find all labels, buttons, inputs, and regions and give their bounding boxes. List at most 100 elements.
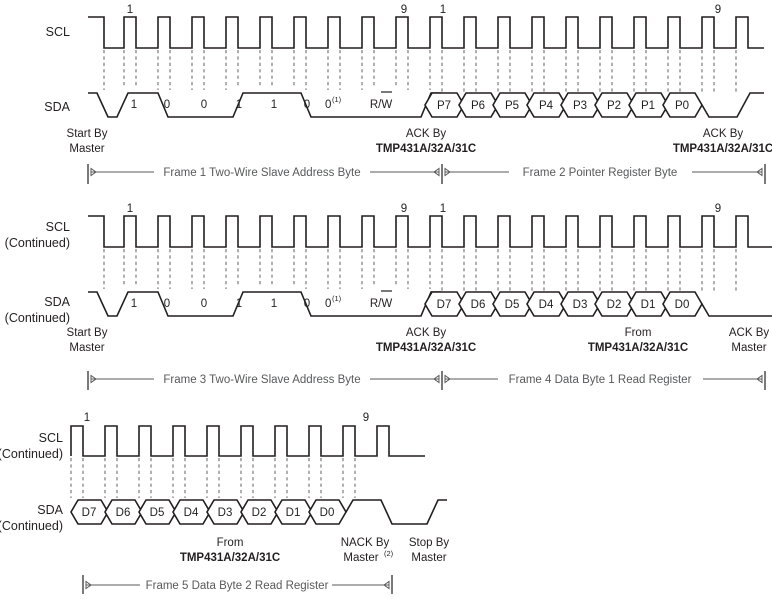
section-1-scl-label: SCL [46,25,70,39]
section-2-bit-1: 0 [164,298,170,310]
section-3-sda-sub: (Continued) [0,519,63,533]
section-2-hex-label-3: D4 [539,299,554,311]
section-2-caption-ackmaster-l1: ACK By [729,327,770,339]
section-1-hex-group: P7 P6 P5 P4 P3 P2 P1 P0 [424,92,703,118]
section-2-bit-0: 1 [131,298,137,310]
section-2-bit-6-footnote: (1) [332,294,342,303]
section-1-clk-1-first: 1 [127,4,133,16]
section-3-caption-from: From TMP431A/32A/31C [180,537,280,564]
section-1-caption-ack2-l2: TMP431A/32A/31C [673,143,772,155]
section-1-clk-1-second: 1 [440,4,446,16]
section-2-frame-3-label: Frame 3 Two-Wire Slave Address Byte [163,374,360,386]
section-2-sda-label: SDA [44,295,70,309]
section-3-hex-group: D7 D6 D5 D4 D3 D2 D1 D0 [70,499,347,525]
section-2-caption-ack1-l2: TMP431A/32A/31C [376,342,476,354]
section-2-clk-1-first: 1 [127,203,133,215]
section-3-frame-5-arrow-right [332,580,390,590]
section-1-scl-waveform [88,16,764,49]
section-2-hex-label-0: D7 [437,299,452,311]
section-1-caption-ack2-l1: ACK By [703,128,744,140]
section-1-bit-2: 0 [201,99,207,111]
section-1-caption-start: Start By Master [67,128,108,155]
section-3-scl-waveform [70,425,425,457]
section-2-frame-4-arrow-left [444,374,498,384]
section-1-caption-ack1-l1: ACK By [406,128,447,140]
section-2-sda-sub: (Continued) [5,311,70,325]
section-2-hex-label-2: D5 [505,299,520,311]
section-2-caption-from-l2: TMP431A/32A/31C [588,342,688,354]
section-1-bit-6: 0 [325,99,331,111]
section-2-bit-3: 1 [236,298,242,310]
section-2-hex-group: D7 D6 D5 D4 D3 D2 D1 D0 [424,291,703,317]
section-2-caption-from: From TMP431A/32A/31C [588,327,688,354]
section-2-sda-waveform [88,291,441,317]
section-1-caption-start-l2: Master [69,143,104,155]
section-3-scl-label: SCL [39,431,63,445]
section-2: SCL (Continued) SDA (Continued) 1 9 1 9 … [5,203,772,390]
section-2-bit-6-group: 0 (1) [325,294,342,310]
section-2-clk-9-first: 9 [401,203,407,215]
section-3-caption-from-l2: TMP431A/32A/31C [180,552,280,564]
section-2-bit-7-rw: R/W [370,298,393,310]
section-2-scl-label: SCL [46,220,70,234]
section-1-bit-7-rw: R/W [370,99,393,111]
section-1: SCL SDA 1 9 1 9 1 0 0 1 1 0 0 (1) [44,4,772,184]
section-1-bit-0: 1 [131,99,137,111]
section-3-hex-label-4: D3 [218,507,233,519]
section-2-clk-1-second: 1 [440,203,446,215]
section-2-hex-label-7: D0 [675,299,690,311]
section-3-caption-nack-l2: Master [343,552,378,564]
section-1-frame-1-arrow-right [370,167,440,177]
section-2-caption-start-l1: Start By [67,327,108,339]
section-3-hex-label-1: D6 [116,507,131,519]
section-1-hex-label-4: P3 [573,100,587,112]
section-2-hex-label-5: D2 [607,299,622,311]
section-1-hex-label-1: P6 [471,100,485,112]
section-3-caption-nack-l1: NACK By [341,537,390,549]
section-3-hex-label-3: D4 [184,507,199,519]
section-1-hex-label-2: P5 [505,100,519,112]
section-2-hex-label-1: D6 [471,299,486,311]
section-3-caption-from-l1: From [217,537,244,549]
section-1-hex-label-5: P2 [607,100,621,112]
section-1-bit-6-group: 0 (1) [325,95,342,111]
section-1-bit-4: 1 [271,99,277,111]
section-1-frame-1-arrow-left [90,167,154,177]
section-1-dashed-guides [103,50,737,92]
section-3-caption-stop-l1: Stop By [409,537,450,549]
section-3-sda-tail [345,499,447,525]
section-3-clk-9: 9 [363,412,369,424]
section-1-frame-1-label: Frame 1 Two-Wire Slave Address Byte [163,167,360,179]
section-3-clk-1: 1 [84,412,90,424]
section-1-bit-7-group: R/W [370,91,393,111]
section-1-caption-start-l1: Start By [67,128,108,140]
section-1-caption-ack2: ACK By TMP431A/32A/31C [673,128,772,155]
section-2-hex-label-4: D3 [573,299,588,311]
section-2-bit-2: 0 [201,298,207,310]
section-1-bit-1: 0 [164,99,170,111]
section-2-bit-4: 1 [271,298,277,310]
section-2-frame-4-label: Frame 4 Data Byte 1 Read Register [509,374,692,386]
section-3-hex-label-5: D2 [252,507,267,519]
section-1-bit-3: 1 [236,99,242,111]
section-2-sda-tail [701,303,772,317]
section-1-sda-waveform [88,92,441,118]
section-1-clk-9-first: 9 [401,4,407,16]
section-1-frames: Frame 1 Two-Wire Slave Address Byte Fram… [87,164,766,184]
section-1-clk-9-second: 9 [715,4,721,16]
section-2-caption-ack1-l1: ACK By [406,327,447,339]
section-3-hex-label-2: D5 [150,507,165,519]
section-1-frame-2-label: Frame 2 Pointer Register Byte [523,167,678,179]
section-3-hex-label-7: D0 [320,507,335,519]
section-1-hex-label-6: P1 [641,100,655,112]
section-1-frame-2-arrow-left [444,167,509,177]
section-2-scl-sub: (Continued) [5,236,70,250]
section-2-caption-start: Start By Master [67,327,108,354]
section-1-hex-label-0: P7 [437,100,451,112]
section-2-frame-3-arrow-left [90,374,154,384]
section-2-bit-5: 0 [304,298,310,310]
section-2-caption-ackmaster-l2: Master [731,342,766,354]
section-3-frame-5-label: Frame 5 Data Byte 2 Read Register [146,580,329,592]
